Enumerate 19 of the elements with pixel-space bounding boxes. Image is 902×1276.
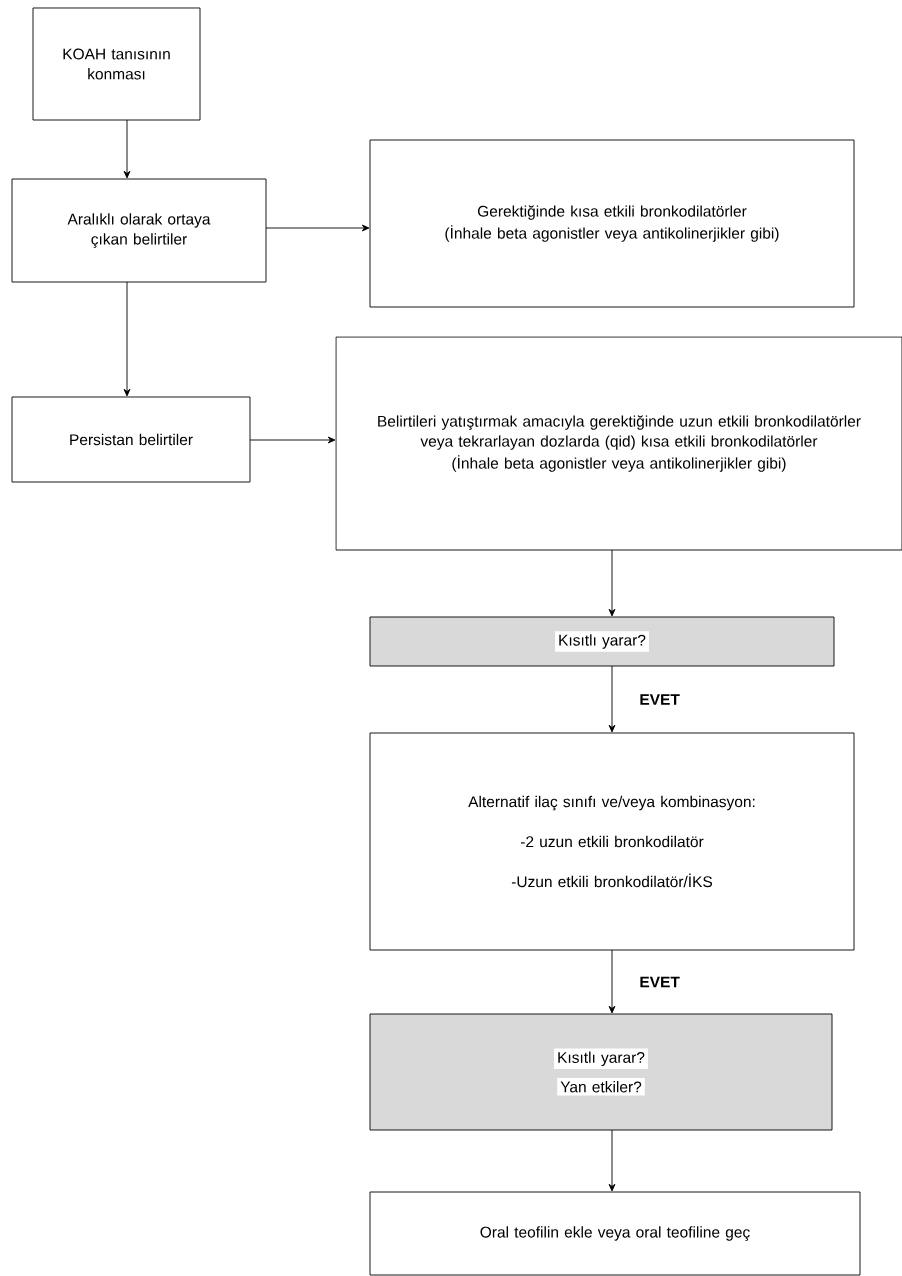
arrow	[608, 665, 616, 733]
arrow	[123, 119, 131, 179]
arrow	[249, 436, 336, 444]
process-box: KOAH tanısının konması	[32, 7, 201, 121]
arrow	[608, 1129, 616, 1192]
edge-label: EVET	[640, 976, 680, 988]
process-box: Belirtileri yatıştırmak amacıyla gerektiğinde uzun etkili bronkodilatörler veya tekrarlayan dozlarda (qid) kısa etkili bronkodilatörler (İnhale beta agonistler veya antikolinerjikler gibi)	[335, 336, 902, 551]
decision-box: Kısıtlı yarar? Yan etkiler?	[369, 1013, 833, 1131]
arrow	[608, 949, 616, 1014]
process-box: Gerektiğinde kısa etkili bronkodilatörler (İnhale beta agonistler veya antikolinerjikler gibi)	[369, 139, 855, 308]
arrow	[608, 549, 616, 617]
process-box: Aralıklı olarak ortaya çıkan belirtiler	[11, 178, 267, 283]
arrow	[265, 224, 370, 232]
decision-box: Kısıtlı yarar?	[369, 616, 835, 667]
process-box: Persistan belirtiler	[11, 396, 251, 483]
edge-label: EVET	[640, 694, 680, 705]
process-box: Alternatif ilaç sınıfı ve/veya kombinasyon: -2 uzun etkili bronkodilatör -Uzun etkili bronkodilatör/İKS	[369, 732, 855, 951]
arrow	[123, 281, 131, 397]
process-box: Oral teofilin ekle veya oral teofiline geç	[369, 1191, 861, 1276]
